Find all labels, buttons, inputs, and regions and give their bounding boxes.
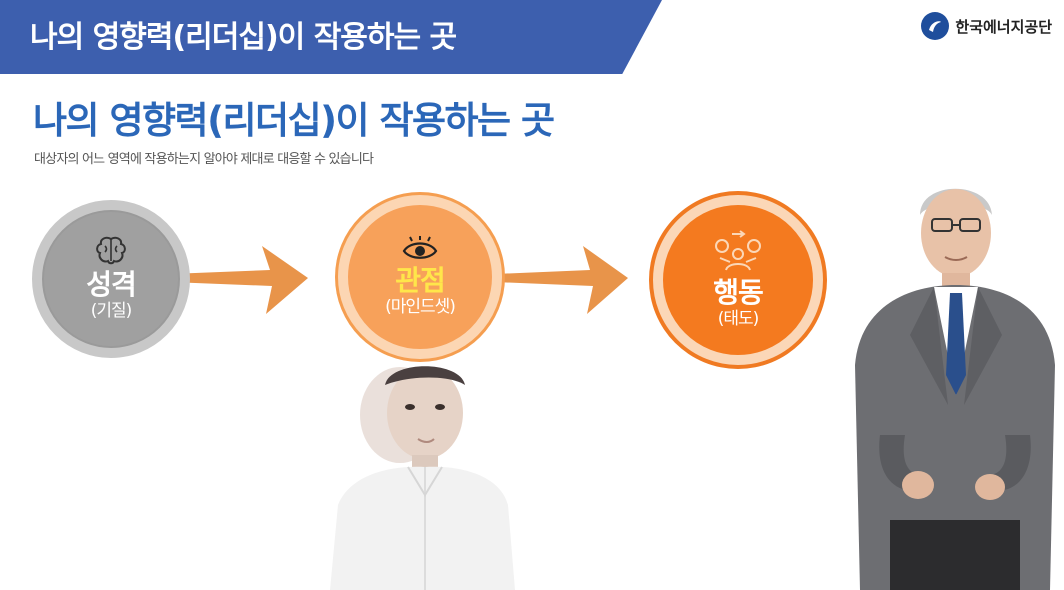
logo-text: 한국에너지공단 (955, 17, 1052, 36)
step-personality: 성격 (기질) (32, 200, 190, 358)
step-label: 성격 (86, 267, 137, 301)
eye-icon (402, 235, 438, 266)
logo: 한국에너지공단 (921, 12, 1052, 40)
step-sublabel: (태도) (717, 309, 760, 330)
person-gears-icon (710, 229, 766, 278)
energy-agency-logo-icon (921, 12, 950, 40)
brain-icon (94, 236, 128, 270)
step-sublabel: (마인드셋) (385, 297, 456, 318)
step-sublabel: (기질) (90, 301, 133, 322)
arrow-right-icon (170, 246, 308, 314)
header-title: 나의 영향력(리더십)이 작용하는 곳 (30, 20, 457, 55)
step-behavior: 행동 (태도) (653, 195, 823, 365)
person-photo-young-man (330, 366, 515, 590)
arrow-right-icon (495, 246, 628, 314)
step-label: 행동 (713, 275, 764, 309)
page-subtitle: 대상자의 어느 영역에 작용하는지 알아야 제대로 대응할 수 있습니다 (34, 152, 374, 167)
step-mindset: 관점 (마인드셋) (338, 195, 502, 359)
step-label: 관점 (395, 263, 446, 297)
person-photo-presenter (855, 188, 1055, 590)
page-title: 나의 영향력(리더십)이 작용하는 곳 (33, 99, 555, 142)
header-bar: 나의 영향력(리더십)이 작용하는 곳 (0, 0, 662, 74)
